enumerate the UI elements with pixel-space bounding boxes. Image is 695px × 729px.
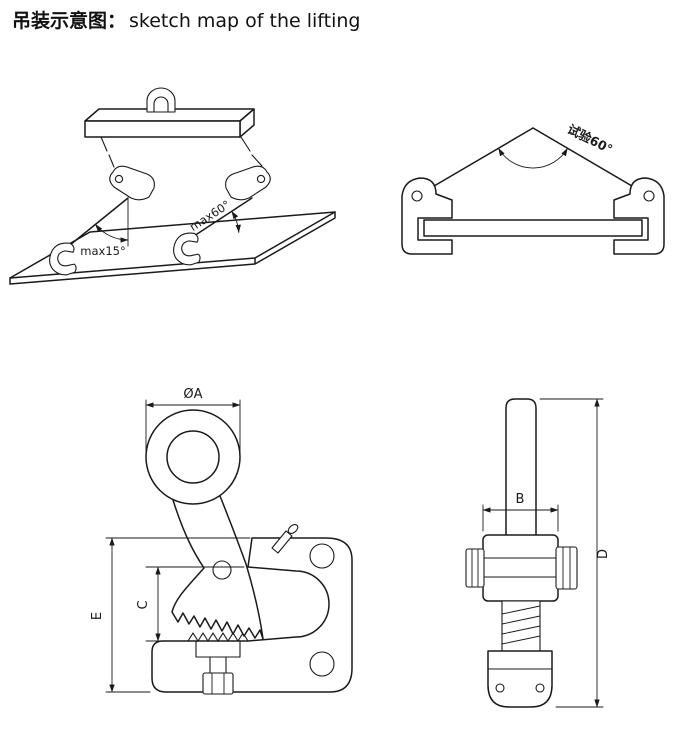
angle-arc-60: [231, 210, 241, 233]
angle-arc-15: [94, 223, 129, 243]
page-title-chinese: 吊装示意图：: [12, 10, 127, 32]
anvil-serrations: [187, 632, 249, 642]
foot: [487, 650, 553, 708]
label-dim-ring-diameter: ØA: [183, 387, 202, 402]
body-hole-bottom: [309, 651, 335, 677]
sling-right: [193, 197, 253, 237]
anvil-pad: [195, 640, 241, 674]
shank: [505, 398, 537, 541]
lock-pin-clip: [287, 524, 299, 534]
lifting-beam: [84, 108, 255, 138]
adjust-bolt: [202, 672, 234, 695]
body-hole-top: [309, 543, 335, 569]
beam-front-face: [84, 120, 241, 138]
label-dim-total-height: D: [596, 549, 611, 559]
lock-pin: [271, 524, 299, 554]
dimension-jaw-opening: C: [136, 566, 245, 642]
sling-right: [532, 127, 650, 197]
bolt-head-right: [555, 546, 578, 590]
label-max15: max15°: [80, 244, 125, 258]
chain-link-left: [100, 136, 115, 168]
bolt-shaft-lines: [482, 557, 559, 578]
figure-beam-lifting: max15° max60°: [9, 87, 336, 285]
foot-rivet-left: [495, 683, 505, 693]
clamp-left: [109, 165, 155, 201]
figure-sling-test: 试验60°: [401, 121, 665, 255]
label-dim-body-width: B: [516, 492, 525, 507]
clamp-body: [151, 537, 353, 693]
dimension-total-height: D: [539, 398, 611, 708]
nut-left: [465, 548, 485, 588]
page-title: 吊装示意图：sketch map of the lifting: [12, 6, 360, 33]
label-dim-body-height: E: [90, 612, 105, 620]
label-dim-jaw-opening: C: [136, 600, 151, 609]
pivot-pin: [212, 560, 232, 580]
shackle-icon: [146, 87, 176, 113]
figure-clamp-front-view: B D: [465, 398, 611, 708]
spring-section: [501, 600, 541, 652]
foot-rivet-right: [535, 683, 545, 693]
page-title-english: sketch map of the lifting: [129, 10, 361, 32]
sling-left: [69, 197, 129, 246]
clamp-left: [401, 177, 453, 255]
lifting-ring: [145, 409, 241, 505]
sling-left: [416, 127, 534, 197]
body-block: [482, 534, 559, 602]
figure-clamp-side-view: ØA E C: [90, 387, 353, 695]
dimension-body-height: E: [90, 537, 251, 693]
dimension-ring-diameter: ØA: [145, 387, 241, 453]
clamp-right: [225, 165, 271, 201]
lifted-plate: [423, 219, 643, 237]
dimension-body-width: B: [482, 492, 559, 532]
apex-angle-arc: [498, 147, 568, 169]
clamp-right: [613, 177, 665, 255]
chain-link-right: [240, 136, 263, 167]
